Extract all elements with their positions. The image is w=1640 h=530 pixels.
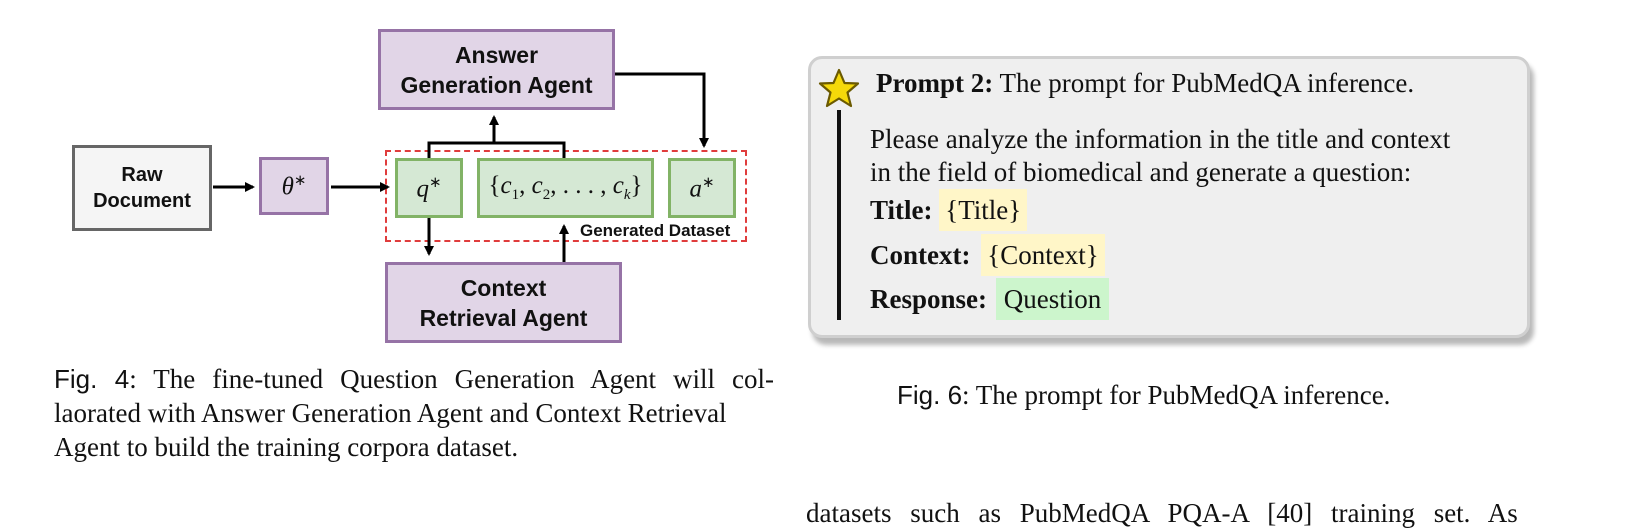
- theta-label: θ∗: [281, 172, 307, 201]
- star-icon: [818, 68, 860, 108]
- a-star-label: a∗: [689, 174, 715, 203]
- context-retrieval-agent-node: Context Retrieval Agent: [385, 262, 622, 343]
- theta-node: θ∗: [259, 157, 329, 215]
- prompt-field-title-value: {Title}: [939, 189, 1028, 231]
- prompt-title-rest: The prompt for PubMedQA inference.: [993, 68, 1415, 98]
- arrow-answer-agent-to-a: [615, 72, 709, 148]
- fig4-caption-line-3: Agent to build the training corpora data…: [54, 432, 519, 462]
- raw-document-label: Raw Document: [93, 164, 191, 212]
- cutoff-body-text: datasets such as PubMedQA PQA-A [40] tra…: [806, 498, 1518, 528]
- prompt-body-line-1: Please analyze the information in the ti…: [870, 124, 1451, 154]
- prompt-title-bold: Prompt 2:: [876, 68, 994, 98]
- fig4-caption-text-1: : The fine-tuned Question Generation Age…: [129, 364, 774, 394]
- prompt-field-title: Title: {Title}: [870, 189, 1028, 231]
- fig4-caption-line-2: laorated with Answer Generation Agent an…: [54, 398, 727, 428]
- generated-dataset-label: Generated Dataset: [580, 221, 731, 240]
- prompt-title: Prompt 2: The prompt for PubMedQA infere…: [876, 68, 1414, 99]
- answer-generation-agent-node: Answer Generation Agent: [378, 29, 615, 110]
- prompt-card: [808, 56, 1530, 338]
- diagram-arrows: [213, 72, 709, 262]
- prompt-field-response-value: Question: [995, 278, 1110, 320]
- fig6-caption: Fig. 6: The prompt for PubMedQA inferenc…: [897, 378, 1390, 412]
- prompt-field-response: Response: Question: [870, 278, 1110, 320]
- prompt-left-bar: [837, 110, 841, 320]
- a-star-node: a∗: [668, 158, 736, 218]
- fig6-label: Fig. 6: [897, 380, 963, 410]
- q-star-label: q∗: [416, 174, 442, 203]
- prompt-field-context-value: {Context}: [981, 234, 1105, 276]
- prompt-field-context: Context: {Context}: [870, 234, 1105, 276]
- fig4-label: Fig. 4: [54, 364, 130, 394]
- fig4-caption: Fig. 4: The fine-tuned Question Generati…: [54, 362, 774, 464]
- fig4-caption-line-1: Fig. 4: The fine-tuned Question Generati…: [54, 362, 774, 396]
- raw-document-node: Raw Document: [72, 145, 212, 231]
- contexts-label: {c1, c2, . . . , ck}: [488, 172, 643, 203]
- generated-dataset-group: [385, 150, 747, 242]
- prompt-field-response-label: Response:: [870, 284, 988, 314]
- answer-generation-agent-label: Answer Generation Agent: [400, 41, 593, 98]
- arrow-inputs-to-answer-agent: [427, 141, 566, 158]
- fig6-caption-text: : The prompt for PubMedQA inference.: [962, 380, 1391, 410]
- context-retrieval-agent-label: Context Retrieval Agent: [419, 274, 588, 331]
- q-star-node: q∗: [395, 158, 463, 218]
- contexts-node: {c1, c2, . . . , ck}: [477, 158, 654, 218]
- prompt-field-context-label: Context:: [870, 240, 971, 270]
- prompt-body-line-2: in the field of biomedical and generate …: [870, 157, 1412, 187]
- prompt-field-title-label: Title:: [870, 195, 933, 225]
